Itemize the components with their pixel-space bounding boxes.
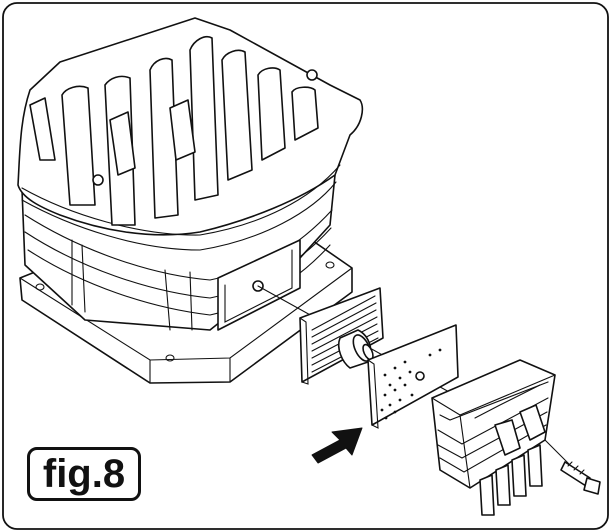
figure-label: fig.8 [27, 447, 141, 501]
cooling-fins [29, 35, 319, 226]
mounting-screw [544, 439, 601, 495]
dotted-thermal-pad [367, 324, 459, 429]
cooler-block [17, 17, 364, 384]
cylindrical-plug [337, 329, 374, 369]
assembly-arrow-icon [311, 427, 363, 464]
finned-cap [431, 359, 556, 516]
